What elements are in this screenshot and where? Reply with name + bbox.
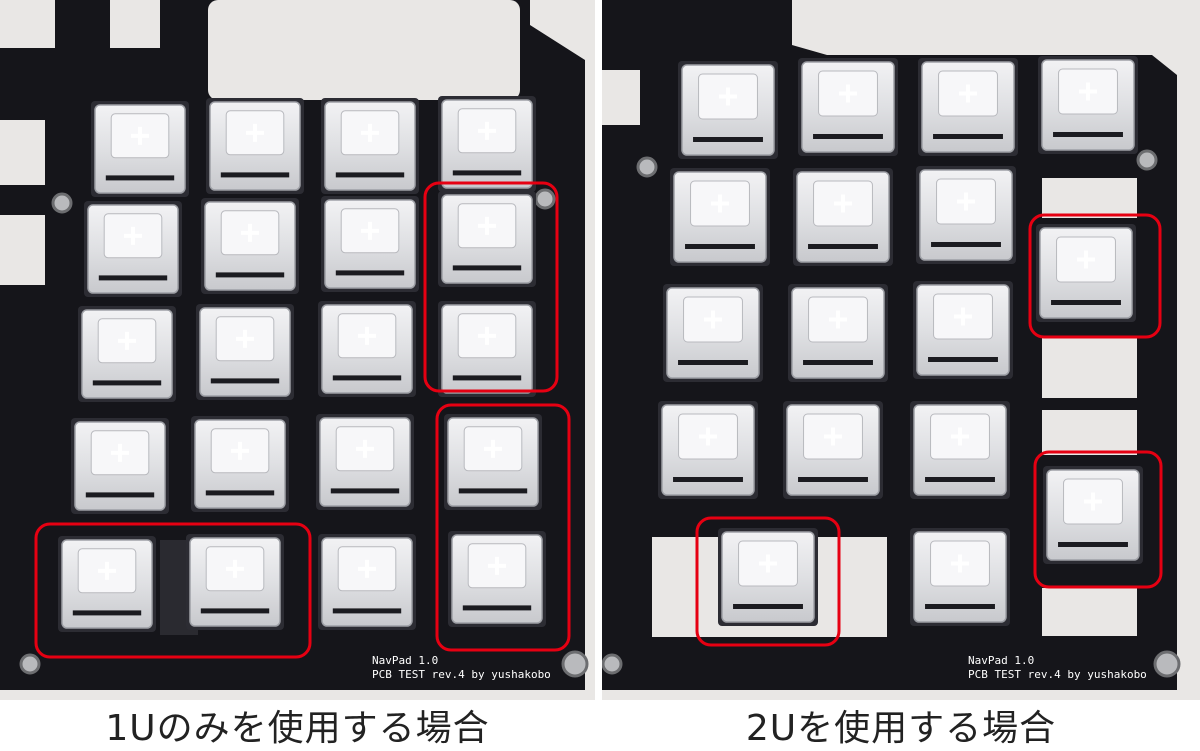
key-switch: [58, 536, 156, 632]
silk-text-line1: NavPad 1.0: [372, 654, 438, 667]
key-switch: [78, 306, 176, 402]
key-switch: [678, 61, 778, 159]
highlight-horizontal-pair: [34, 522, 312, 659]
key-switch: [718, 528, 818, 626]
photo-2u-layout: NavPad 1.0 PCB TEST rev.4 by yushakobo: [602, 0, 1200, 700]
highlight-vertical-pair-2: [435, 403, 571, 652]
key-switch: [321, 98, 419, 194]
key-switch: [196, 304, 294, 400]
key-switch: [910, 401, 1010, 499]
key-switch: [318, 301, 416, 397]
highlight-vertical-pair-1: [423, 181, 559, 393]
key-switch: [318, 534, 416, 630]
key-switch: [793, 168, 893, 266]
key-switch: [316, 414, 414, 510]
switch-grid: [58, 96, 546, 632]
key-switch: [71, 418, 169, 514]
pcb-2u-illustration: NavPad 1.0 PCB TEST rev.4 by yushakobo: [602, 0, 1200, 700]
key-switch: [1038, 56, 1138, 154]
key-switch: [444, 414, 542, 510]
key-switch: [438, 96, 536, 192]
switch-grid: [658, 56, 1143, 626]
highlight-2u-vertical-2: [1033, 450, 1163, 589]
key-switch: [186, 534, 284, 630]
highlight-2u-vertical-1: [1028, 213, 1162, 339]
plate-cutout: [797, 0, 1142, 48]
silk-text-line2: PCB TEST rev.4 by yushakobo: [968, 668, 1147, 681]
key-switch: [663, 284, 763, 382]
key-switch: [1036, 224, 1136, 322]
key-switch: [788, 284, 888, 382]
key-switch: [84, 201, 182, 297]
photo-1u-layout: NavPad 1.0 PCB TEST rev.4 by yushakobo: [0, 0, 595, 700]
caption-2u: 2Uを使用する場合: [745, 707, 1057, 749]
key-switch: [206, 98, 304, 194]
key-switch: [913, 281, 1013, 379]
key-switch: [918, 58, 1018, 156]
caption-1u-only: 1Uのみを使用する場合: [105, 707, 490, 749]
highlight-2u-horizontal: [695, 516, 841, 647]
key-switch: [91, 101, 189, 197]
key-switch: [191, 416, 289, 512]
key-switch: [670, 168, 770, 266]
plate-cutout: [208, 0, 520, 100]
key-switch: [658, 401, 758, 499]
key-switch: [438, 191, 536, 287]
key-switch: [798, 58, 898, 156]
key-switch: [201, 198, 299, 294]
key-switch: [448, 531, 546, 627]
silk-text-line1: NavPad 1.0: [968, 654, 1034, 667]
key-switch: [1043, 466, 1143, 564]
pcb-1u-illustration: NavPad 1.0 PCB TEST rev.4 by yushakobo: [0, 0, 595, 700]
key-switch: [321, 196, 419, 292]
key-switch: [916, 166, 1016, 264]
key-switch: [438, 301, 536, 397]
key-switch: [910, 528, 1010, 626]
silk-text-line2: PCB TEST rev.4 by yushakobo: [372, 668, 551, 681]
key-switch: [783, 401, 883, 499]
